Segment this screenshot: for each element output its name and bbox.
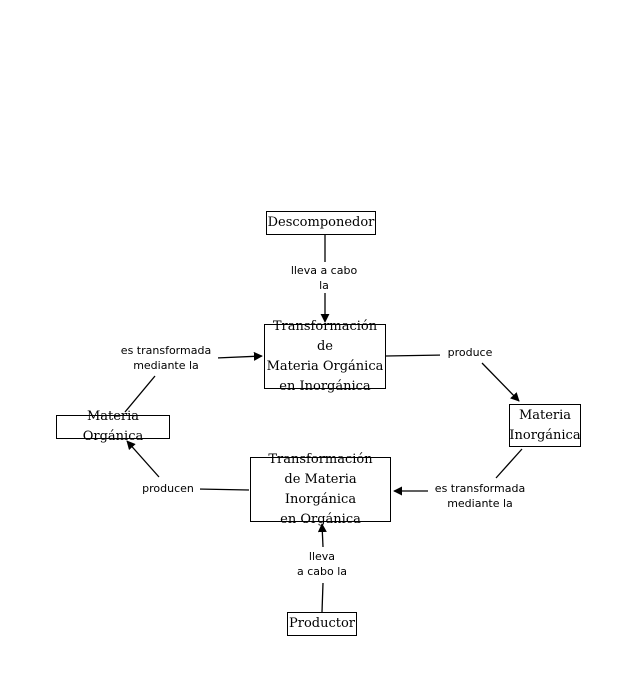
node-materia-inorganica: Materia Inorgánica xyxy=(509,404,581,447)
arrow-to-materia-organica xyxy=(126,440,160,478)
node-productor: Productor xyxy=(287,612,357,636)
label-lleva-a-cabo-top: lleva a cabo la xyxy=(284,263,364,293)
node-transformacion-inorganica-organica: Transformación de Materia Inorgánica en … xyxy=(250,452,391,527)
connector-transf-to-produce xyxy=(385,354,446,357)
node-descomponedor: Descomponedor xyxy=(266,211,376,235)
label-producen: producen xyxy=(136,481,200,496)
arrow-to-transf-from-productor xyxy=(317,523,327,548)
connector-productor-to-label xyxy=(321,582,324,613)
connector-transf-to-producen xyxy=(196,488,250,491)
node-transformacion-organica-inorganica: Transformación de Materia Orgánica en In… xyxy=(264,319,386,394)
label-produce: produce xyxy=(440,345,500,360)
arrow-to-transf-from-organica xyxy=(215,351,263,361)
connector-organica-to-label xyxy=(124,375,156,413)
label-es-transformada-left: es transformada mediante la xyxy=(114,343,218,373)
label-es-transformada-right: es transformada mediante la xyxy=(428,481,532,511)
label-lleva-a-cabo-bottom: lleva a cabo la xyxy=(290,549,354,579)
arrow-to-materia-inorganica xyxy=(481,362,520,402)
connector-inorganica-to-label xyxy=(495,448,523,479)
node-materia-organica: Materia Orgánica xyxy=(56,409,170,444)
